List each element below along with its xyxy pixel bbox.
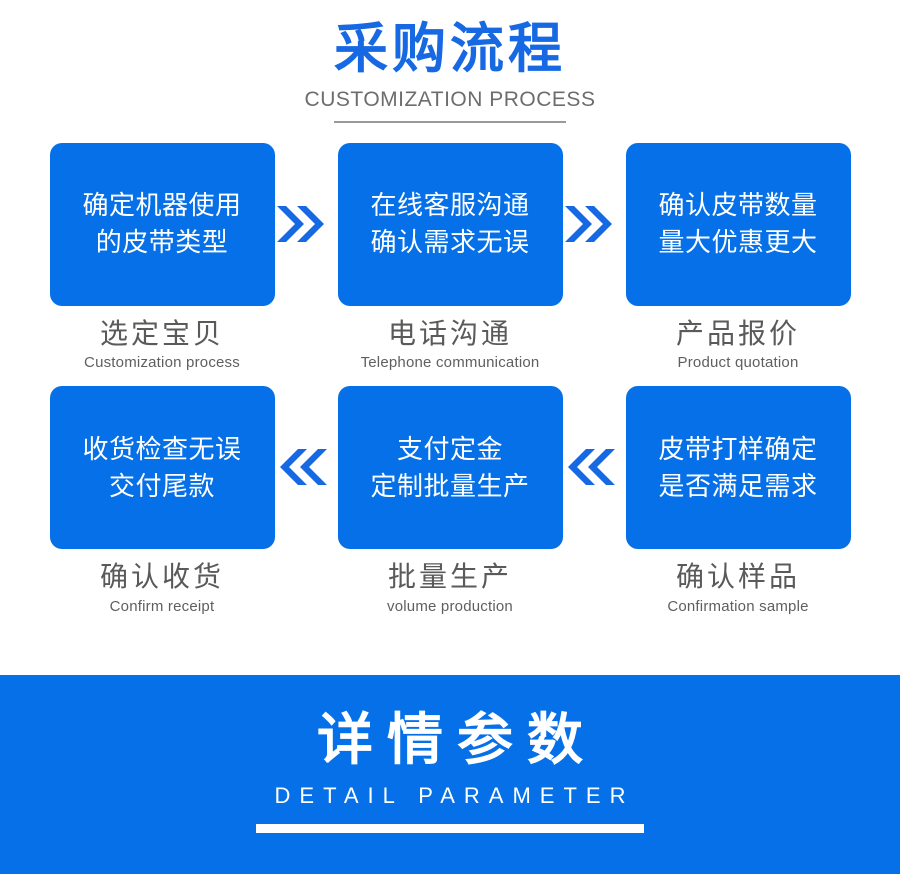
page-subtitle: CUSTOMIZATION PROCESS [304,87,596,111]
flow-step-1-label-en: Customization process [84,354,240,372]
flow-step-4-label-en: Confirmation sample [667,598,809,615]
flow-step-6[interactable]: 收货检查无误 交付尾款 确认收货 Confirm receipt [49,386,275,616]
flow-row-1: 确定机器使用 的皮带类型 选定宝贝 Customization process … [0,142,900,373]
flow-step-5-card-line-2: 定制批量生产 [370,470,530,501]
flow-step-2-card-line-2: 确认需求无误 [370,227,530,258]
page-title: 采购流程 [334,19,566,79]
flow-step-1-card: 确定机器使用 的皮带类型 [49,142,275,306]
banner-subtitle: DETAIL PARAMETER [274,783,635,809]
flow-step-6-label-cn: 确认收货 [99,561,224,593]
flow-step-3-card-line-1: 确认皮带数量 [658,190,818,221]
flow-step-3[interactable]: 确认皮带数量 量大优惠更大 产品报价 Product quotation [625,142,851,373]
flow-step-3-label-cn: 产品报价 [675,317,800,349]
flow-step-2-label-cn: 电话沟通 [387,317,512,349]
flow-step-5-label-cn: 批量生产 [387,561,512,593]
flow-step-3-label-en: Product quotation [677,354,799,372]
flow-step-5-card-line-1: 支付定金 [396,434,503,464]
flow-step-6-card-line-1: 收货检查无误 [82,434,242,464]
flow-step-2-card-line-1: 在线客服沟通 [370,190,530,221]
flow-step-6-card: 收货检查无误 交付尾款 [49,386,275,550]
page-header: 采购流程 CUSTOMIZATION PROCESS [0,0,900,123]
flow-step-4[interactable]: 皮带打样确定 是否满足需求 确认样品 Confirmation sample [625,386,851,616]
flow-step-1-card-line-1: 确定机器使用 [82,190,242,221]
flow-step-6-card-line-2: 交付尾款 [108,470,215,501]
flow-row-2: 收货检查无误 交付尾款 确认收货 Confirm receipt 支付定金 定制… [0,386,900,616]
flow-step-5-label-en: volume production [387,598,513,615]
flow-step-2-label-en: Telephone communication [360,354,540,372]
process-flow-diagram: 确定机器使用 的皮带类型 选定宝贝 Customization process … [0,142,900,616]
flow-step-3-card-line-2: 量大优惠更大 [658,227,818,258]
double-chevron-left-icon [558,444,621,490]
flow-step-5[interactable]: 支付定金 定制批量生产 批量生产 volume production [337,386,563,616]
flow-step-1-label-cn: 选定宝贝 [99,317,224,349]
double-chevron-left-icon [270,444,333,490]
double-chevron-right-icon [270,201,333,247]
flow-step-4-card-line-1: 皮带打样确定 [658,434,818,464]
banner-divider [256,823,644,833]
banner-title: 详情参数 [317,708,597,771]
double-chevron-right-icon [558,201,621,247]
flow-step-4-label-cn: 确认样品 [675,561,800,593]
flow-step-6-label-en: Confirm receipt [109,598,215,615]
flow-step-1-card-line-2: 的皮带类型 [95,227,229,258]
flow-step-5-card: 支付定金 定制批量生产 [337,386,563,550]
flow-step-2[interactable]: 在线客服沟通 确认需求无误 电话沟通 Telephone communicati… [337,142,563,373]
header-divider [334,120,566,123]
flow-step-4-card-line-2: 是否满足需求 [658,470,818,501]
flow-step-3-card: 确认皮带数量 量大优惠更大 [625,142,851,306]
flow-step-4-card: 皮带打样确定 是否满足需求 [625,386,851,550]
flow-step-2-card: 在线客服沟通 确认需求无误 [337,142,563,306]
flow-step-1[interactable]: 确定机器使用 的皮带类型 选定宝贝 Customization process [49,142,275,373]
detail-parameter-banner: 详情参数 DETAIL PARAMETER [0,675,900,874]
